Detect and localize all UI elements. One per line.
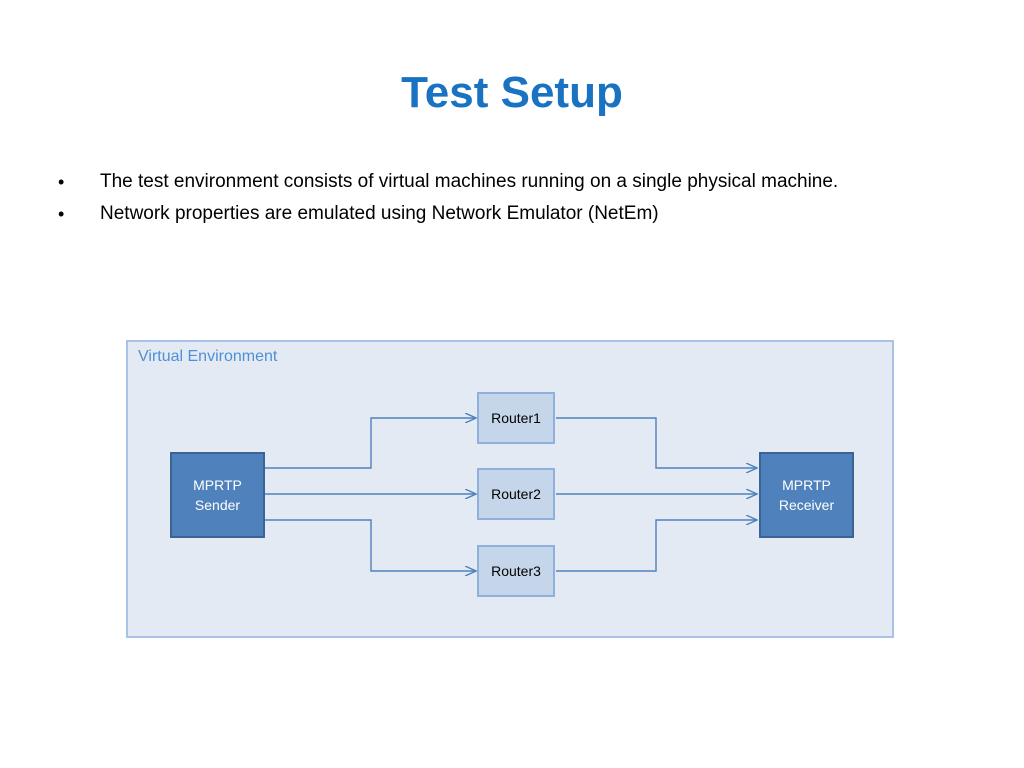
- node-label: MPRTP: [193, 477, 242, 493]
- bullet-item: • The test environment consists of virtu…: [58, 168, 978, 200]
- bullet-list: • The test environment consists of virtu…: [58, 168, 978, 232]
- bullet-dot-icon: •: [58, 204, 65, 224]
- node-label: Router2: [491, 486, 541, 502]
- router2-node: Router2: [477, 468, 555, 520]
- virtual-environment-label: Virtual Environment: [138, 348, 278, 365]
- link-sender-router3: [265, 519, 476, 571]
- link-router3-receiver: [556, 520, 757, 572]
- bullet-text: The test environment consists of virtual…: [100, 171, 839, 192]
- bullet-dot-icon: •: [58, 172, 65, 192]
- node-label: Router1: [491, 410, 541, 426]
- slide-title: Test Setup: [401, 68, 623, 117]
- router3-node: Router3: [477, 545, 555, 597]
- node-label: MPRTP: [782, 477, 831, 493]
- node-label: Receiver: [778, 497, 835, 513]
- bullet-text: Network properties are emulated using Ne…: [100, 203, 659, 224]
- router1-node: Router1: [477, 392, 555, 444]
- bullet-item: • Network properties are emulated using …: [58, 200, 978, 232]
- node-label: Router3: [491, 563, 541, 579]
- mprtp-receiver-node: MPRTP Receiver: [759, 452, 854, 538]
- node-label: Sender: [194, 497, 241, 513]
- link-router1-receiver: [556, 417, 757, 468]
- mprtp-sender-node: MPRTP Sender: [170, 452, 265, 538]
- link-sender-router1: [265, 418, 476, 469]
